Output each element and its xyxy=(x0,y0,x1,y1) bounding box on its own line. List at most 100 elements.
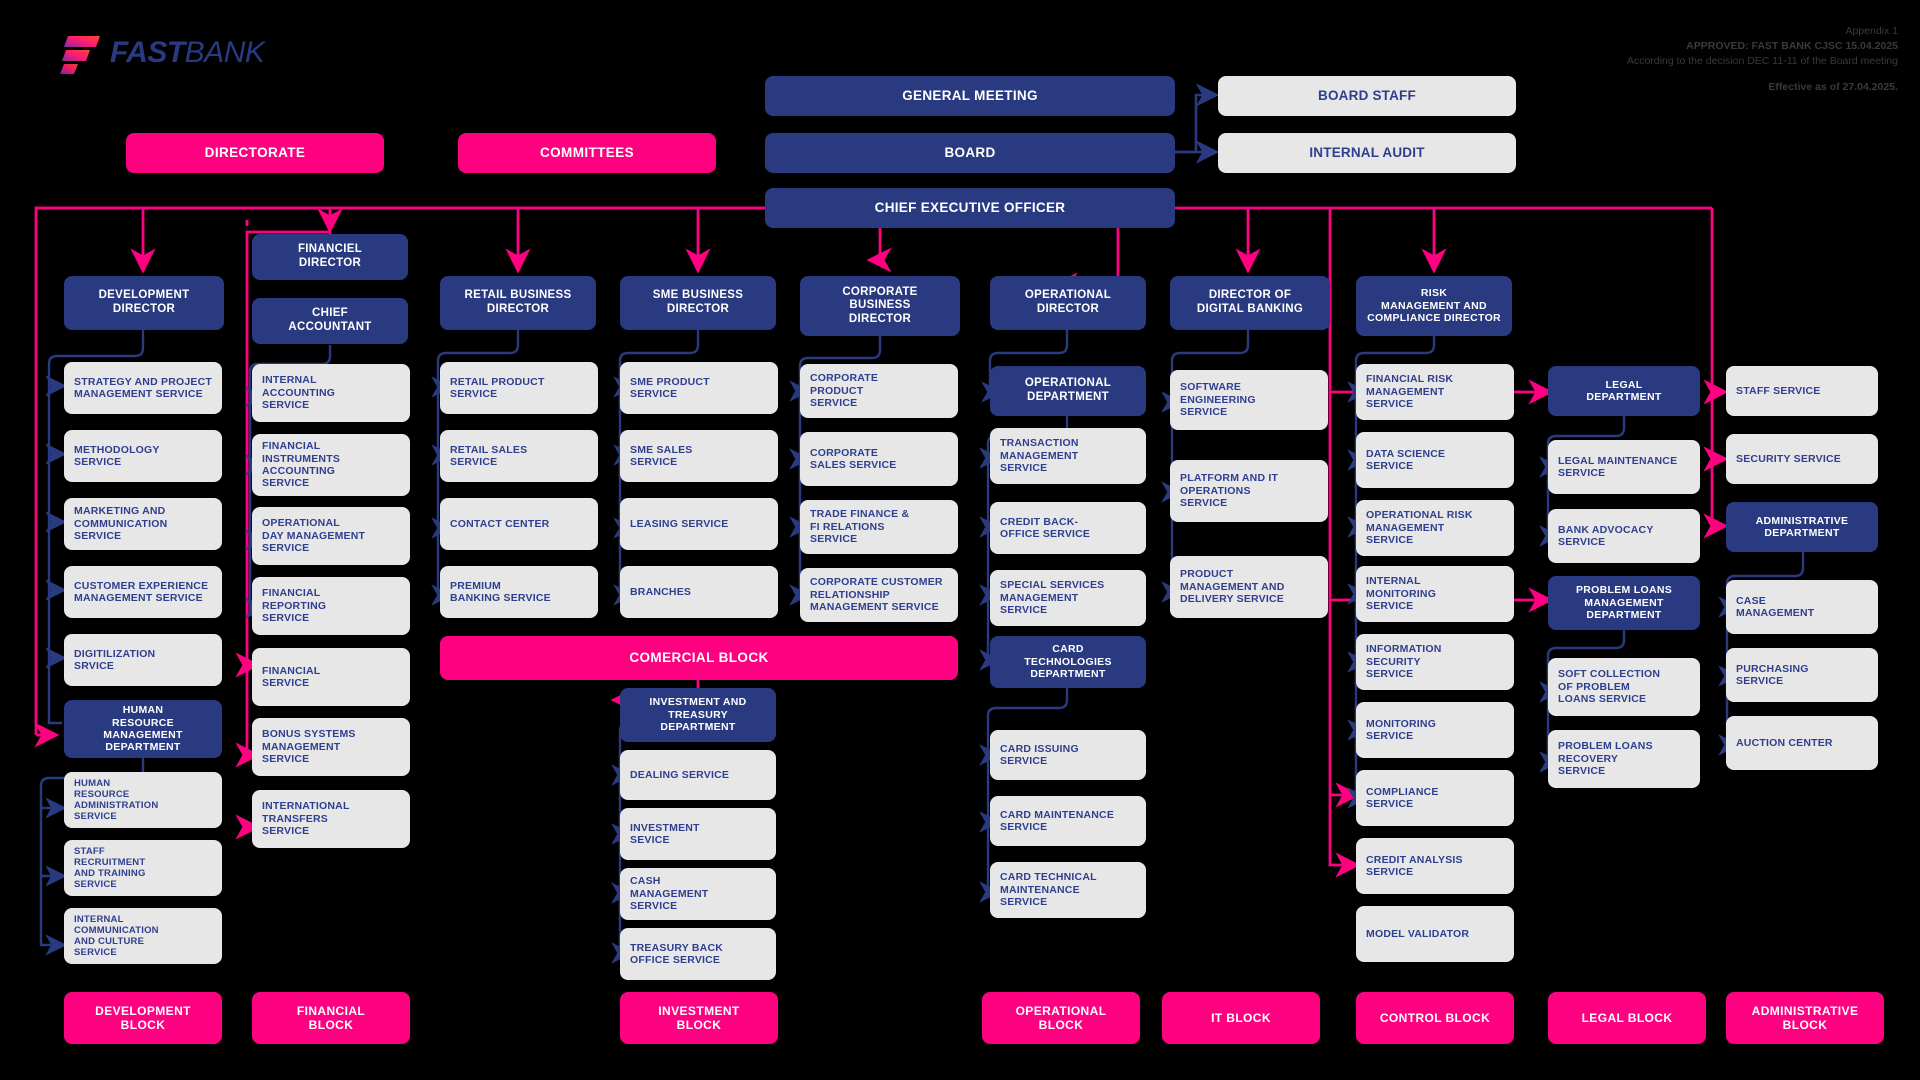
service-admin-top-1[interactable]: SECURITY SERVICE xyxy=(1726,434,1878,484)
fastbank-logo: FASTBANK xyxy=(60,30,265,75)
decision-line: According to the decision DEC 11-11 of t… xyxy=(1626,55,1898,68)
service-sme-2[interactable]: LEASING SERVICE xyxy=(620,498,778,550)
service-investment-0[interactable]: DEALING SERVICE xyxy=(620,750,776,800)
block-legal[interactable]: LEGAL BLOCK xyxy=(1548,992,1706,1044)
service-operational-1[interactable]: CREDIT BACK-OFFICE SERVICE xyxy=(990,502,1146,554)
node-general-meeting[interactable]: GENERAL MEETING xyxy=(765,76,1175,116)
service-retail-2[interactable]: CONTACT CENTER xyxy=(440,498,598,550)
node-board-staff[interactable]: BOARD STAFF xyxy=(1218,76,1516,116)
node-internal-audit[interactable]: INTERNAL AUDIT xyxy=(1218,133,1516,173)
effective-line: Effective as of 27.04.2025. xyxy=(1768,80,1898,93)
block-it[interactable]: IT BLOCK xyxy=(1162,992,1320,1044)
node-committees[interactable]: COMMITTEES xyxy=(458,133,716,173)
service-admin-2[interactable]: AUCTION CENTER xyxy=(1726,716,1878,770)
service-sme-3[interactable]: BRANCHES xyxy=(620,566,778,618)
node-ceo[interactable]: CHIEF EXECUTIVE OFFICER xyxy=(765,188,1175,228)
node-directorate[interactable]: DIRECTORATE xyxy=(126,133,384,173)
appendix-line: Appendix 1 xyxy=(1845,25,1898,37)
node-comercial-block[interactable]: COMERCIAL BLOCK xyxy=(440,636,958,680)
fastbank-logo-text: FASTBANK xyxy=(110,36,265,70)
fastbank-logo-mark xyxy=(60,36,100,74)
approval-note: Appendix 1 APPROVED: FAST BANK CJSC 15.0… xyxy=(1627,24,1898,95)
node-board[interactable]: BOARD xyxy=(765,133,1175,173)
block-control[interactable]: CONTROL BLOCK xyxy=(1356,992,1514,1044)
logo-bank: BANK xyxy=(184,36,265,69)
service-admin-top-0[interactable]: STAFF SERVICE xyxy=(1726,366,1878,416)
logo-fast: FAST xyxy=(110,36,185,69)
service-risk-8[interactable]: MODEL VALIDATOR xyxy=(1356,906,1514,962)
